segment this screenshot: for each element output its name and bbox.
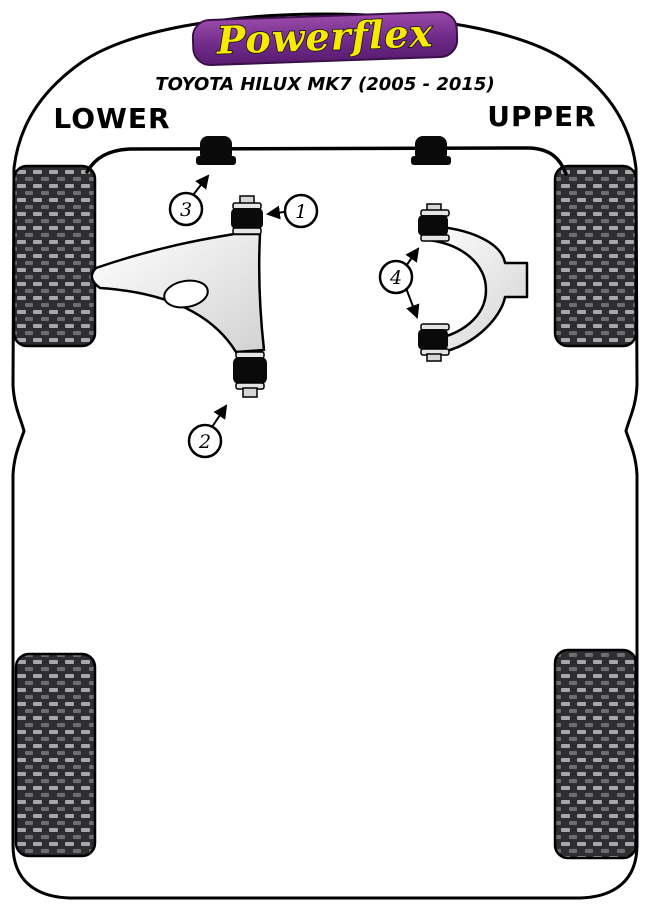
callout-2: 2 xyxy=(187,404,228,459)
callout-1-number: 1 xyxy=(295,201,307,223)
rear-left-tyre xyxy=(14,652,97,858)
powerflex-logo: Powerflex xyxy=(191,9,459,67)
lower-arm-rear-bushing xyxy=(233,351,267,398)
lower-label: LOWER xyxy=(53,102,170,135)
anti-roll-bar xyxy=(85,146,568,176)
lower-arm-front-bushing xyxy=(231,195,263,235)
front-right-tyre xyxy=(553,164,638,348)
callout-3-number: 3 xyxy=(180,199,192,221)
callout-3: 3 xyxy=(168,174,210,227)
logo-banner xyxy=(191,10,459,67)
logo-text: Powerflex xyxy=(215,10,434,63)
rear-right-tyre xyxy=(553,648,638,860)
car-body-outline xyxy=(11,12,639,900)
callout-4: 4 xyxy=(378,247,420,319)
arb-bushing-left xyxy=(196,136,236,165)
callout-1: 1 xyxy=(265,193,319,229)
front-left-tyre xyxy=(12,164,97,348)
upper-arm-bottom-bushing xyxy=(418,323,450,362)
arb-bushing-right xyxy=(411,136,451,165)
upper-arm-top-bushing xyxy=(418,203,450,242)
lower-arm-hole xyxy=(163,279,209,309)
callout-4-number: 4 xyxy=(389,267,402,289)
callout-2-number: 2 xyxy=(198,431,211,453)
model-title: TOYOTA HILUX MK7 (2005 - 2015) xyxy=(155,74,494,95)
upper-label: UPPER xyxy=(487,100,596,133)
